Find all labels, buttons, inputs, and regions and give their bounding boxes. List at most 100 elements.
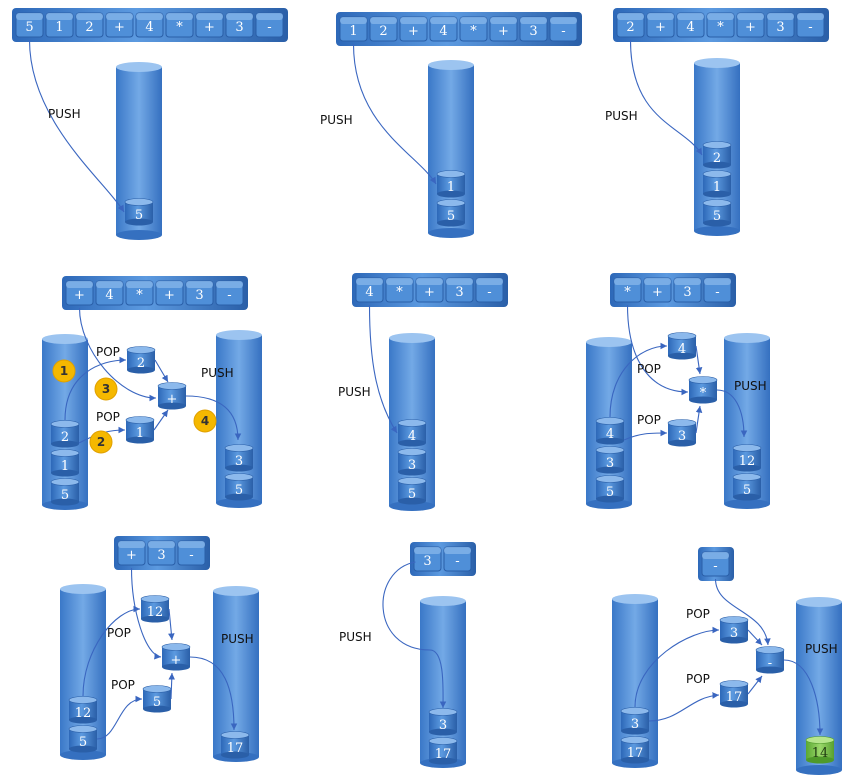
queue-token: - <box>443 546 472 572</box>
token-label: 5 <box>153 695 161 710</box>
token-label: + <box>171 653 182 668</box>
popped-operand: 2 <box>126 346 156 374</box>
queue-token: 3 <box>185 280 214 306</box>
queue-token: 2 <box>616 12 645 38</box>
input-queue: +3- <box>114 536 210 570</box>
token-label: - <box>808 20 812 35</box>
queue-token: + <box>646 12 675 38</box>
queue-token: + <box>643 277 672 303</box>
queue-token: 3 <box>445 277 474 303</box>
token-label: 5 <box>606 485 614 500</box>
queue-token: * <box>125 280 154 306</box>
stack-element: 5 <box>224 473 254 501</box>
queue-token: 5 <box>15 12 44 38</box>
push-label: PUSH <box>339 630 372 644</box>
flow-arrow <box>168 608 175 641</box>
queue-token: - <box>215 280 244 306</box>
source-stack-tube <box>612 594 658 768</box>
flow-arrow <box>185 395 242 441</box>
stack-element: 5 <box>50 478 80 506</box>
token-label: - <box>227 288 231 303</box>
stack-element: 3 <box>428 708 458 736</box>
stack-element: 1 <box>702 170 732 198</box>
token-label: 3 <box>157 548 165 563</box>
flow-arrow <box>153 409 169 431</box>
input-queue: - <box>698 547 734 581</box>
token-label: * <box>470 24 477 39</box>
token-label: - <box>487 285 491 300</box>
token-label: 2 <box>85 20 93 35</box>
operator: * <box>688 376 718 404</box>
token-label: 2 <box>626 20 634 35</box>
flow-arrow <box>695 405 703 434</box>
flow-arrow <box>609 342 668 418</box>
queue-token: + <box>399 16 428 42</box>
flow-arrow <box>82 605 141 697</box>
token-label: 3 <box>423 554 431 569</box>
token-label: 4 <box>439 24 447 39</box>
stack-element: 12 <box>732 444 762 472</box>
token-label: - <box>561 24 565 39</box>
token-label: 12 <box>75 706 92 721</box>
flow-arrow <box>623 429 668 441</box>
flow-arrow <box>382 561 447 709</box>
stack-element: 17 <box>428 737 458 765</box>
token-label: 14 <box>812 746 829 761</box>
token-label: 3 <box>455 285 463 300</box>
token-label: 2 <box>61 430 69 445</box>
stack-element: 14 <box>805 736 835 764</box>
token-label: 5 <box>61 488 69 503</box>
token-label: 17 <box>726 690 743 705</box>
queue-token: * <box>613 277 642 303</box>
step-badge: 3 <box>94 377 118 401</box>
flow-arrow <box>130 567 162 660</box>
badge-number: 4 <box>201 414 209 428</box>
token-label: 4 <box>606 427 614 442</box>
queue-token: - <box>255 12 284 38</box>
token-label: 4 <box>686 20 694 35</box>
token-label: 5 <box>79 735 87 750</box>
token-label: 17 <box>435 747 452 762</box>
token-label: - <box>715 285 719 300</box>
queue-token: 3 <box>147 540 176 566</box>
token-label: + <box>204 20 215 35</box>
stack-tube <box>420 596 466 768</box>
popped-operand: 5 <box>142 685 172 713</box>
token-label: 3 <box>606 456 614 471</box>
pop-label: POP <box>686 672 710 686</box>
flow-arrow <box>28 39 125 213</box>
popped-operand: 3 <box>667 419 697 447</box>
token-label: * <box>717 20 724 35</box>
queue-token: + <box>65 280 94 306</box>
queue-token: - <box>475 277 504 303</box>
token-label: * <box>176 20 183 35</box>
pop-label: POP <box>111 678 135 692</box>
token-label: 1 <box>447 180 455 195</box>
flow-arrow <box>648 692 720 722</box>
badge-number: 2 <box>97 435 105 449</box>
queue-token: + <box>105 12 134 38</box>
token-label: 3 <box>439 718 447 733</box>
token-label: - <box>768 656 772 671</box>
token-label: 3 <box>678 429 686 444</box>
queue-token: - <box>703 277 732 303</box>
push-label: PUSH <box>605 109 638 123</box>
step-badge: 1 <box>52 359 76 383</box>
token-label: 1 <box>136 426 144 441</box>
stack-element: 5 <box>124 198 154 226</box>
badge-number: 3 <box>102 382 110 396</box>
stack-element: 17 <box>220 731 250 759</box>
stack-element: 1 <box>50 449 80 477</box>
popped-operand: 1 <box>125 416 155 444</box>
token-label: 5 <box>743 483 751 498</box>
token-label: 5 <box>447 209 455 224</box>
queue-token: + <box>117 540 146 566</box>
flow-arrow <box>64 356 127 421</box>
token-label: + <box>74 288 85 303</box>
step-badge: 4 <box>193 409 217 433</box>
queue-token: - <box>701 551 730 577</box>
push-label: PUSH <box>734 379 767 393</box>
flow-arrow <box>747 629 763 646</box>
flow-arrow <box>747 675 763 695</box>
